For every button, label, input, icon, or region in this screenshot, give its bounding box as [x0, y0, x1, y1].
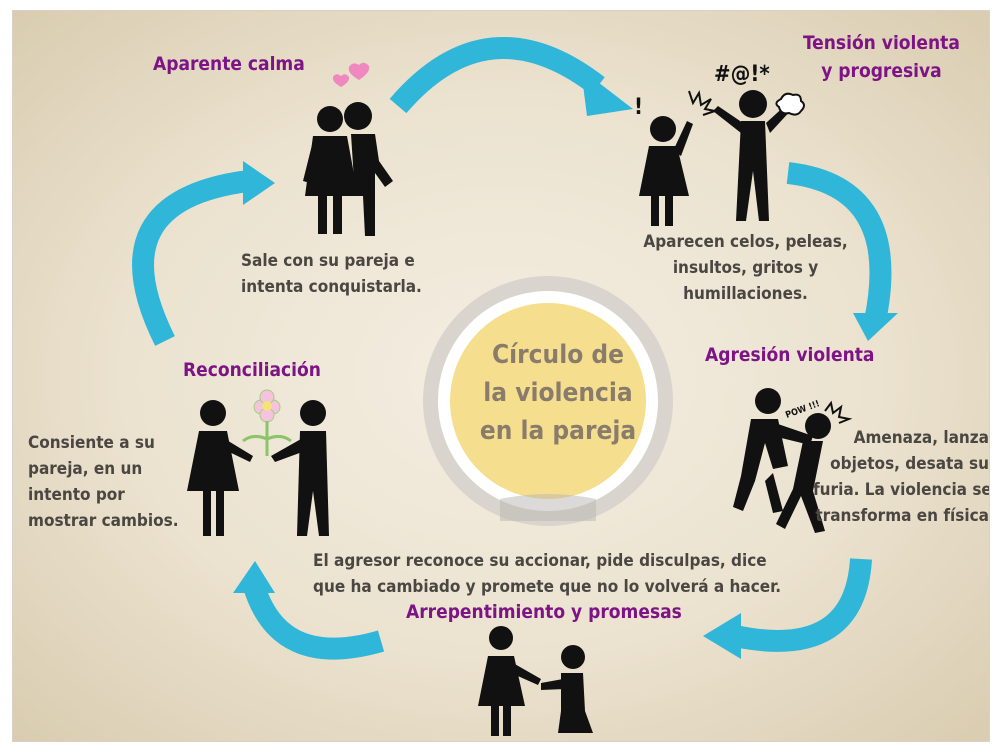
kneeling-couple-icon: [478, 626, 593, 736]
stage-desc-aggression-line-3: furia. La violencia se: [813, 480, 990, 500]
stage-desc-regret-line-2: que ha cambiado y promete que no lo volv…: [313, 577, 782, 597]
stage-desc-aggression-line-4: transforma en física: [815, 506, 989, 526]
stage-desc-calm-line-1: Sale con su pareja e: [241, 251, 415, 271]
argument-icon: [639, 90, 805, 226]
arrowhead-aggression: [853, 313, 898, 341]
arrow-regret-to-reconciliation: [242, 579, 385, 660]
couple-icon: [303, 62, 393, 236]
flower-offering-icon: [187, 389, 329, 536]
stage-desc-calm: Sale con su pareja e intenta conquistarl…: [241, 248, 422, 300]
center-title-line-2: la violencia: [483, 378, 633, 408]
stage-desc-tension-line-1: Aparecen celos, peleas,: [643, 232, 848, 252]
cycle-artwork: [132, 37, 898, 736]
stage-desc-aggression: Amenaza, lanza objetos, desata su furia.…: [813, 425, 989, 529]
exclamation-mark: !: [634, 95, 644, 120]
stage-desc-calm-line-2: intenta conquistarla.: [241, 277, 422, 297]
center-title: Círculo de la violencia en la pareja: [443, 336, 673, 450]
infographic: #@!* ! POW !!! Círculo de la violencia e…: [12, 10, 990, 742]
stage-desc-aggression-line-1: Amenaza, lanza: [853, 428, 989, 448]
center-title-line-3: en la pareja: [479, 416, 637, 446]
center-title-line-1: Círculo de: [491, 340, 625, 370]
flower-icon: [242, 389, 292, 456]
arrowhead-reconciliation: [233, 561, 275, 593]
stage-desc-reconciliation-line-1: Consiente a su: [28, 433, 155, 453]
stage-title-regret: Arrepentimiento y promesas: [406, 601, 682, 623]
arrow-aggression-to-regret: [732, 558, 872, 652]
stage-desc-reconciliation: Consiente a su pareja, en un intento por…: [28, 430, 179, 534]
stage-title-tension: Tensión violenta y progresiva: [803, 29, 960, 85]
stage-desc-regret: El agresor reconoce su accionar, pide di…: [313, 548, 781, 600]
stage-desc-reconciliation-line-3: intento por: [28, 485, 125, 505]
arrow-calm-to-tension: [389, 37, 605, 114]
arrowhead-tension: [581, 69, 633, 116]
insult-symbols: #@!*: [714, 62, 770, 87]
arrow-tension-to-aggression: [786, 162, 892, 324]
arrow-reconciliation-to-calm: [132, 170, 250, 346]
stage-title-aggression: Agresión violenta: [705, 344, 875, 366]
arrowhead-regret: [703, 613, 741, 659]
stage-desc-tension-line-3: humillaciones.: [683, 284, 808, 304]
stage-title-reconciliation: Reconciliación: [183, 359, 321, 381]
stage-desc-reconciliation-line-2: pareja, en un: [28, 459, 143, 479]
stage-desc-aggression-line-2: objetos, desata su: [830, 454, 989, 474]
arrowhead-calm: [243, 161, 275, 205]
stage-desc-regret-line-1: El agresor reconoce su accionar, pide di…: [313, 551, 767, 571]
stage-desc-tension: Aparecen celos, peleas, insultos, gritos…: [643, 229, 848, 307]
stage-title-tension-line-2: y progresiva: [821, 60, 942, 82]
stage-desc-reconciliation-line-4: mostrar cambios.: [28, 511, 179, 531]
attack-icon: [733, 388, 853, 533]
center-circle: [423, 276, 673, 526]
stage-title-tension-line-1: Tensión violenta: [803, 32, 960, 54]
stage-title-calm: Aparente calma: [153, 53, 305, 75]
stage-desc-tension-line-2: insultos, gritos y: [672, 258, 819, 278]
